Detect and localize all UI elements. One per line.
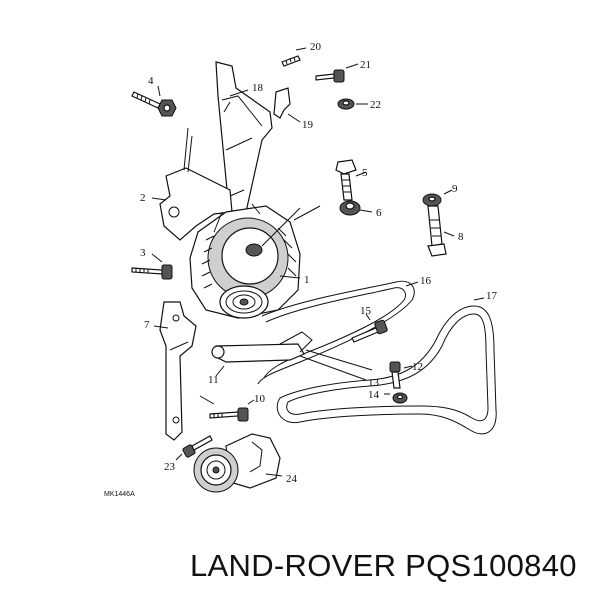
callout-6: 6 [376, 207, 382, 219]
washer-9 [422, 193, 442, 207]
tensioner-pulley-24 [193, 433, 281, 493]
callout-4: 4 [148, 75, 154, 87]
callout-13: 13 [368, 377, 380, 389]
part-number-caption: LAND-ROVER PQS100840 [190, 548, 577, 583]
bolt-12 [389, 361, 401, 389]
callout-24: 24 [286, 473, 298, 485]
callout-3: 3 [140, 247, 146, 259]
callout-2: 2 [140, 192, 146, 204]
callout-22: 22 [370, 99, 381, 111]
bolt-21 [315, 69, 345, 83]
callout-18: 18 [252, 82, 264, 94]
bolt-8 [427, 205, 447, 257]
nut-22 [337, 98, 355, 110]
callout-16: 16 [420, 275, 432, 287]
alternator-belt-exploded-diagram: 1 2 3 4 5 6 7 8 9 10 11 12 13 14 15 16 1… [104, 41, 498, 498]
bolt-23 [182, 435, 213, 458]
bolt-3 [131, 264, 173, 280]
diagram-reference-code: MK1446A [104, 491, 135, 498]
washer-6 [339, 200, 361, 216]
stud-20 [281, 55, 301, 67]
clip-19 [273, 87, 291, 119]
bolt-10 [209, 407, 249, 422]
callout-1: 1 [304, 274, 310, 286]
callout-7: 7 [144, 319, 150, 331]
callout-14: 14 [368, 389, 380, 401]
drive-belt-16 [257, 280, 415, 385]
bracket-18 [215, 61, 273, 213]
bolt-4 [131, 91, 177, 117]
callouts: 1 2 3 4 5 6 7 8 9 10 11 12 13 14 15 16 1… [104, 41, 498, 498]
callout-17: 17 [486, 290, 498, 302]
bolt-15 [351, 319, 388, 343]
leader-lines [151, 47, 485, 477]
callout-23: 23 [164, 461, 176, 473]
callout-8: 8 [458, 231, 464, 243]
callout-10: 10 [254, 393, 266, 405]
callout-5: 5 [362, 167, 368, 179]
callout-15: 15 [360, 305, 372, 317]
drive-belt-17 [276, 305, 497, 435]
bracket-7 [159, 301, 197, 441]
callout-11: 11 [208, 374, 219, 386]
callout-19: 19 [302, 119, 314, 131]
bolt-5 [335, 159, 357, 201]
callout-9: 9 [452, 183, 458, 195]
bracket-2 [159, 167, 233, 241]
washer-14 [392, 392, 408, 404]
callout-20: 20 [310, 41, 322, 53]
callout-21: 21 [360, 59, 371, 71]
alternator-1 [189, 203, 301, 319]
tensioner-arm-11 [211, 331, 313, 363]
callout-12: 12 [412, 361, 423, 373]
